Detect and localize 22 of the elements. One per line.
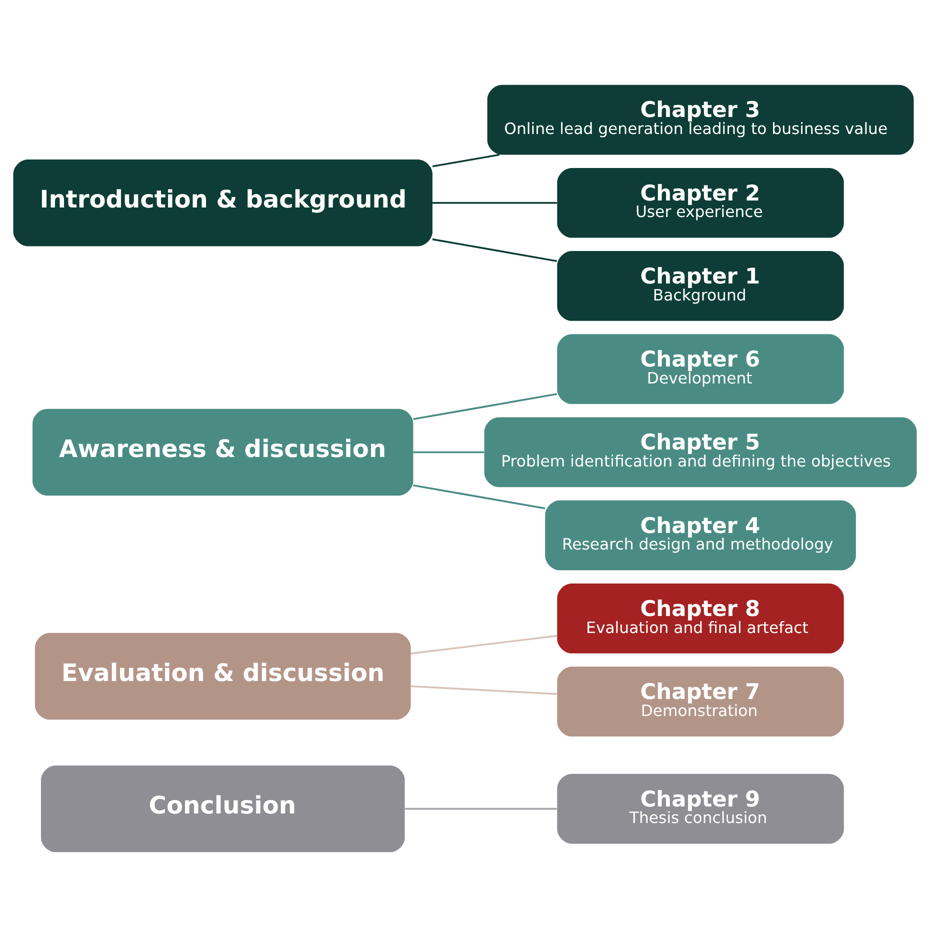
connector — [413, 451, 484, 454]
node-box: Introduction & background — [13, 160, 432, 246]
node-box: Evaluation & discussion — [34, 632, 411, 720]
node-box: Chapter 7 Demonstration — [557, 666, 844, 737]
node-box: Chapter 5 Problem identification and defining the objectives — [484, 417, 917, 488]
connector — [413, 484, 546, 510]
connector — [413, 393, 558, 420]
connector — [432, 202, 557, 204]
node-box: Chapter 2 User experience — [557, 168, 844, 238]
node-box: Chapter 3 Online lead generation leading to business value — [487, 84, 914, 155]
connector — [410, 634, 558, 654]
node-box: Chapter 4 Research design and methodology — [545, 500, 856, 570]
node-box: Chapter 8 Evaluation and final artefact — [557, 584, 844, 654]
node-box: Chapter 9 Thesis conclusion — [557, 774, 844, 844]
node-box: Chapter 6 Development — [557, 334, 844, 404]
node-box: Chapter 1 Background — [557, 251, 844, 321]
connector — [432, 238, 558, 262]
connector — [432, 154, 500, 168]
node-box: Awareness & discussion — [32, 408, 414, 496]
node-box: Conclusion — [40, 765, 405, 852]
connector — [410, 685, 557, 695]
connector — [405, 808, 557, 810]
